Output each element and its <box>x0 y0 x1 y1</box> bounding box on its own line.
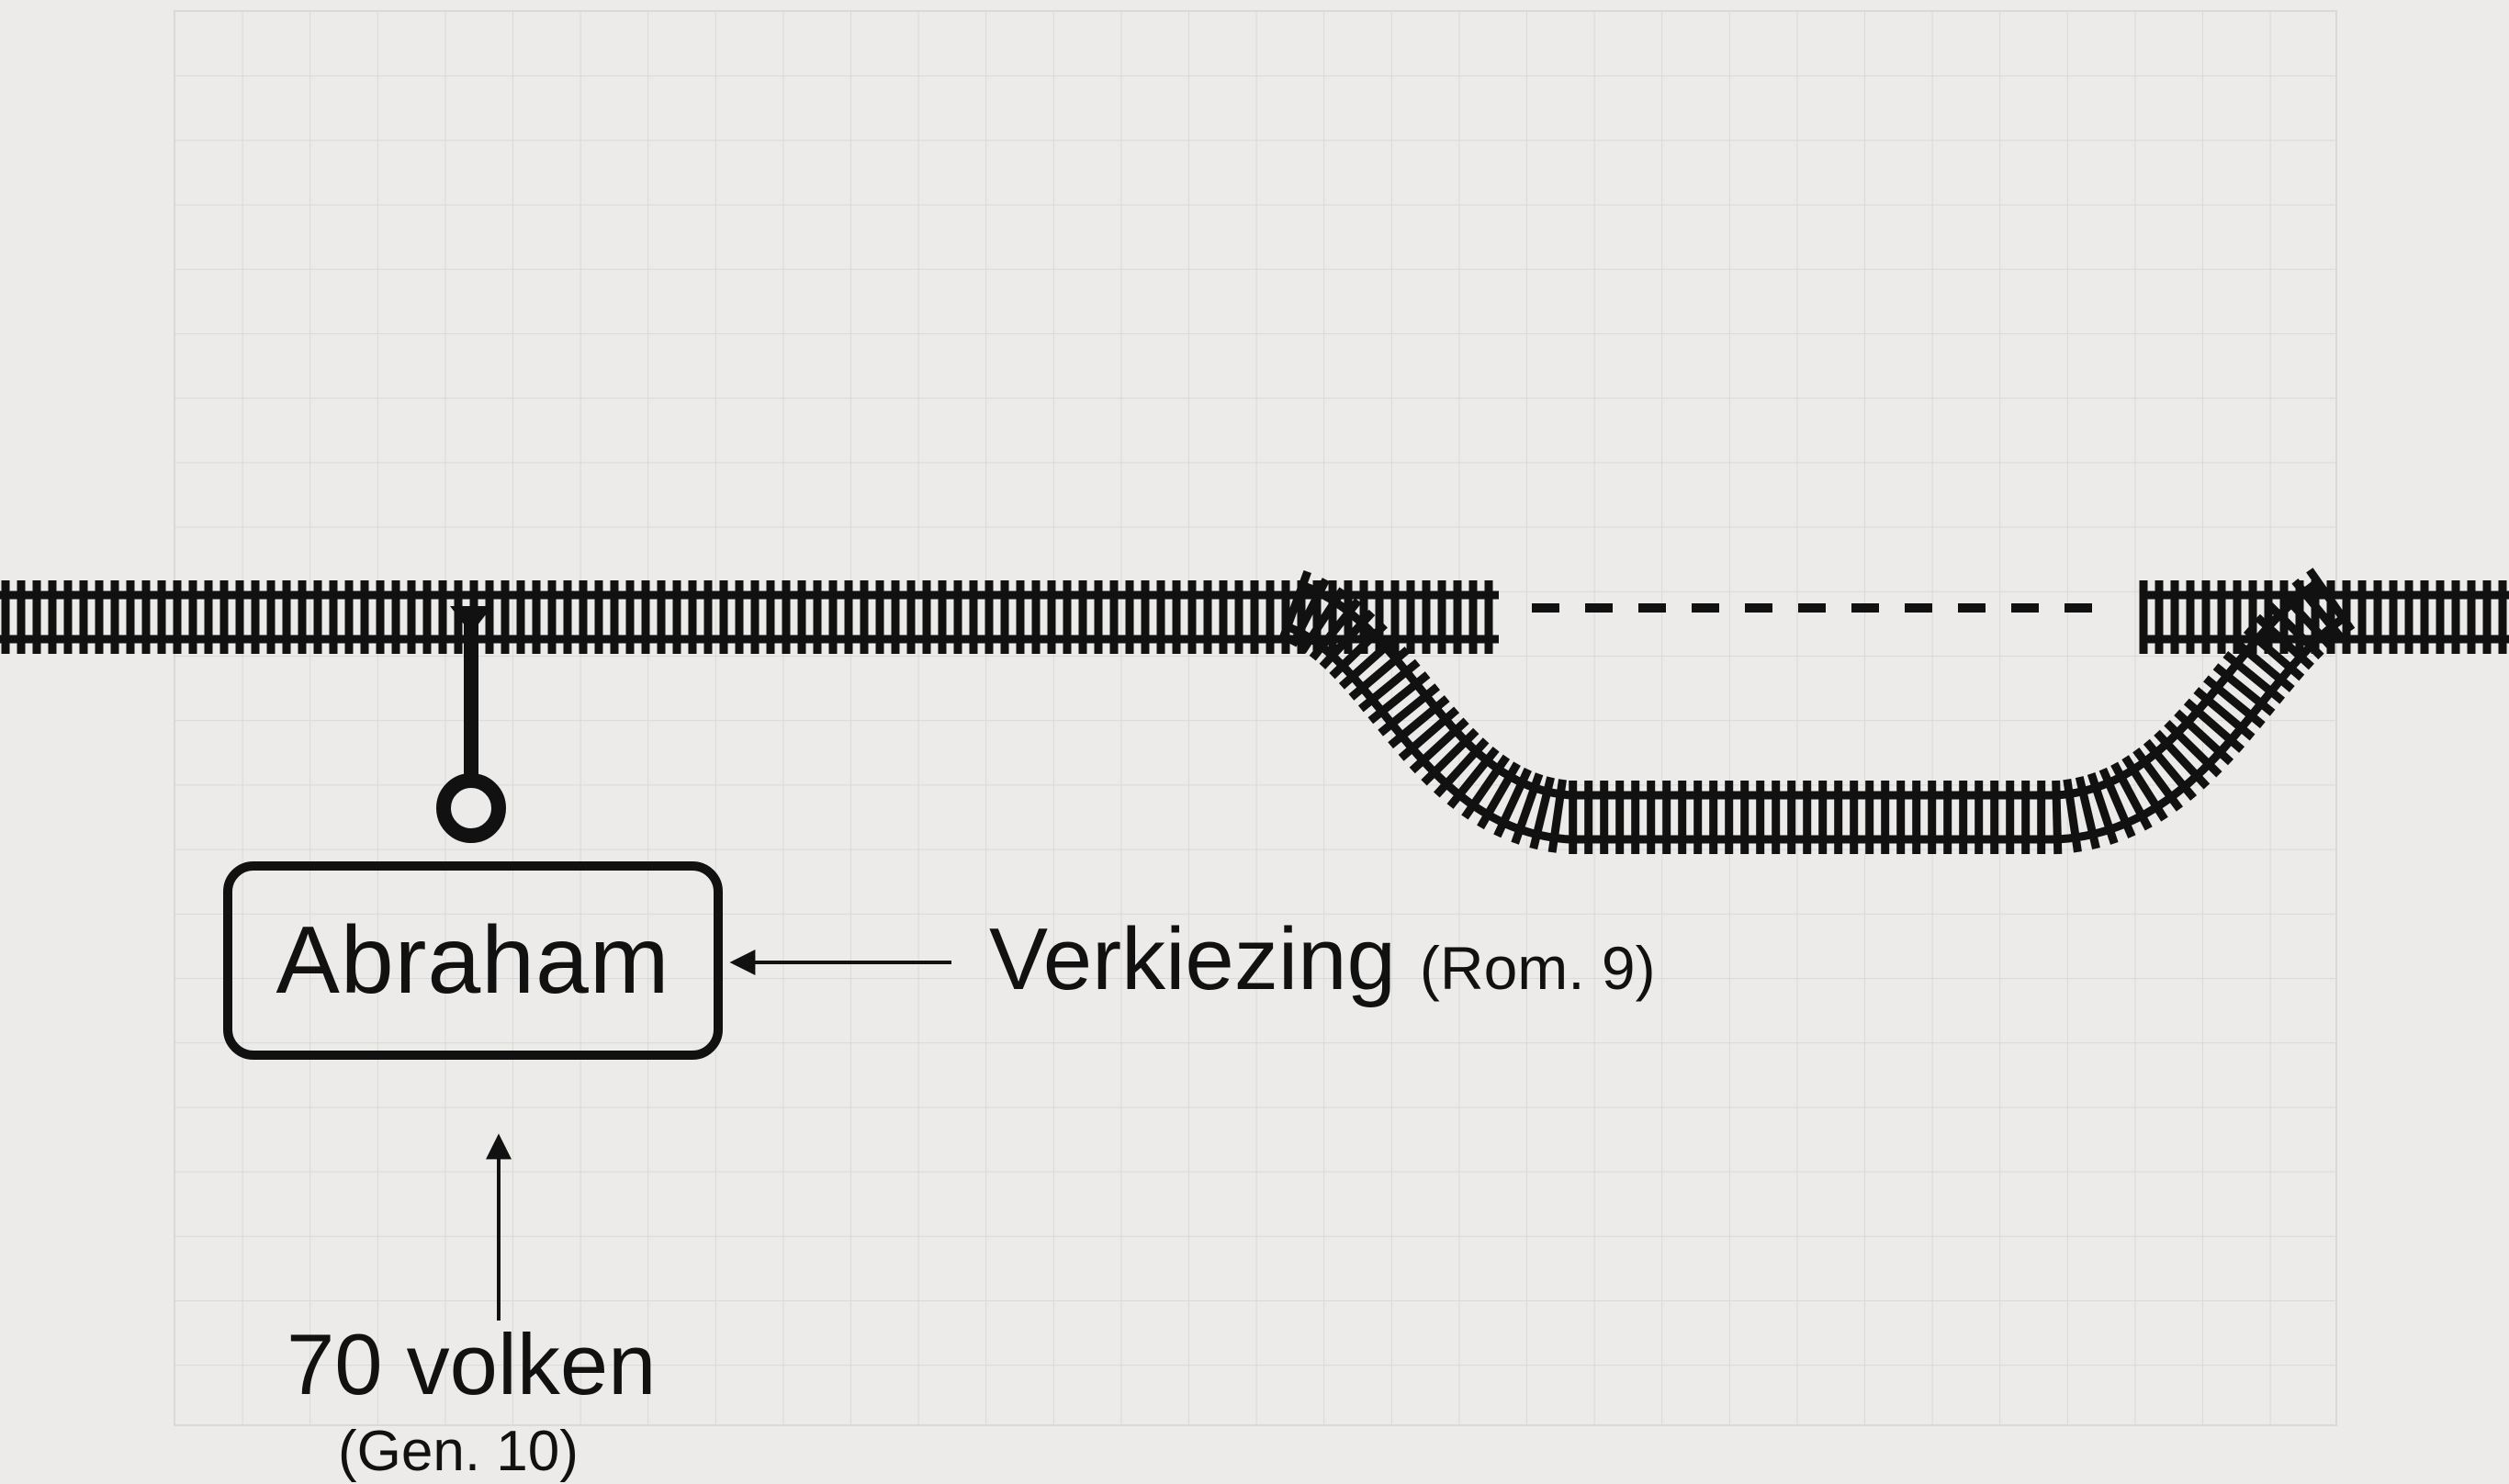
grid-paper <box>174 10 2337 1426</box>
diverging-track-rail <box>1300 579 2320 800</box>
abraham-box <box>223 861 723 1060</box>
track-signal-icon <box>436 606 506 843</box>
diverging-track <box>1277 568 2356 855</box>
diverging-track-ties <box>1277 568 2356 855</box>
main-track-left-ties <box>1 580 1493 654</box>
election-reference: (Rom. 9) <box>1419 934 1656 1002</box>
abraham-label: Abraham <box>276 906 670 1014</box>
diverging-track-rail <box>1286 615 2346 844</box>
election-annotation: Verkiezing (Rom. 9) <box>989 909 1656 1010</box>
railway <box>0 568 2509 855</box>
nations-reference: (Gen. 10) <box>338 1420 579 1483</box>
nations-label: 70 volken <box>287 1316 657 1412</box>
election-label: Verkiezing <box>989 910 1396 1008</box>
main-track-left-rails <box>0 590 1499 644</box>
